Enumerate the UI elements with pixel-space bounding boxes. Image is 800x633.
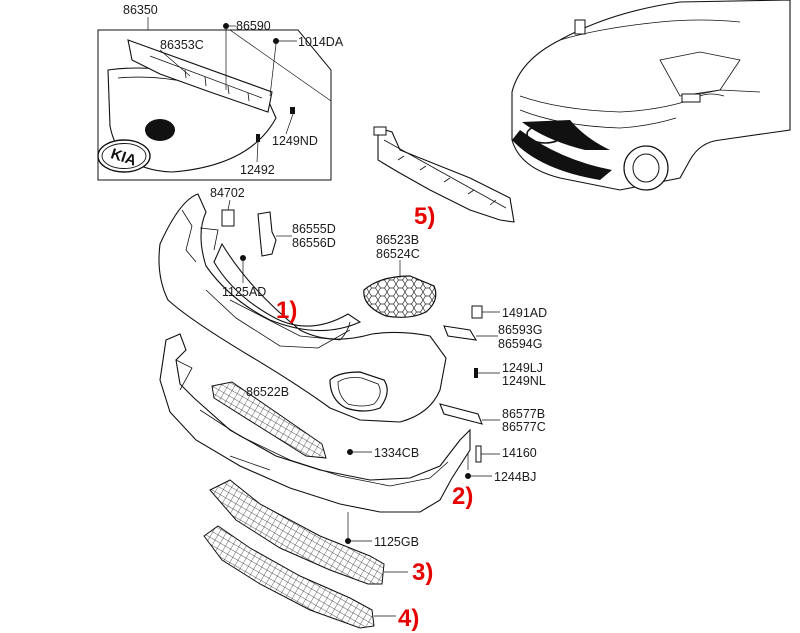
part-number-1491AD: 1491AD xyxy=(502,306,547,320)
part-number-1249LJ: 1249LJ xyxy=(502,361,543,375)
part-number-86522B: 86522B xyxy=(246,385,289,399)
part-number-86353C: 86353C xyxy=(160,38,204,52)
part-number-86590: 86590 xyxy=(236,19,271,33)
part-number-1125AD: 1125AD xyxy=(222,285,266,299)
part-number-86577C: 86577C xyxy=(502,420,546,434)
right-side-fasteners: 1491AD 86593G 86594G 1249LJ 1249NL 86577… xyxy=(439,305,547,484)
vehicle-front-view xyxy=(511,0,791,191)
callout-2: 2) xyxy=(452,483,473,510)
part-number-86556D: 86556D xyxy=(292,236,336,250)
callout-1: 1) xyxy=(276,297,297,324)
front-bumper-lower-cover: 86522B 1334CB 2) 1125GB xyxy=(159,333,473,549)
part-number-86577B: 86577B xyxy=(502,407,545,421)
fog-lamp-cover-grille: 86523B 86524C xyxy=(363,233,437,318)
part-number-84702: 84702 xyxy=(210,186,245,200)
kia-emblem: KIA xyxy=(97,139,151,173)
lower-skid-plate: 4) xyxy=(203,525,419,632)
part-number-1334CB: 1334CB xyxy=(374,446,419,460)
part-number-86593G: 86593G xyxy=(498,323,542,337)
part-number-86524C: 86524C xyxy=(376,247,420,261)
part-number-1125GB: 1125GB xyxy=(374,535,419,549)
part-number-1014DA: 1014DA xyxy=(298,35,344,49)
callout-3: 3) xyxy=(412,559,433,586)
bumper-side-brackets: 84702 86555D 86556D 1125AD xyxy=(210,186,336,299)
callout-5: 5) xyxy=(414,203,435,230)
part-number-1249ND: 1249ND xyxy=(272,134,318,148)
part-number-14160: 14160 xyxy=(502,446,537,460)
grille-upper-cover xyxy=(127,39,273,113)
part-number-86594G: 86594G xyxy=(498,337,542,351)
part-number-86523B: 86523B xyxy=(376,233,419,247)
part-number-86350: 86350 xyxy=(123,3,158,17)
kia-emblem-on-grille xyxy=(145,119,175,141)
part-number-1244BJ: 1244BJ xyxy=(494,470,536,484)
part-number-12492: 12492 xyxy=(240,163,275,177)
bumper-reinforcement-beam: 5) xyxy=(373,126,515,230)
front-bumper-upper-cover: 1) xyxy=(158,193,447,423)
callout-4: 4) xyxy=(398,605,419,632)
part-number-86555D: 86555D xyxy=(292,222,336,236)
lower-grille: 3) xyxy=(209,479,433,586)
grille-assembly-inset: 86350 KIA 86353C 86590 1014DA 1249ND 124 xyxy=(97,3,344,181)
part-number-1249NL: 1249NL xyxy=(502,374,546,388)
